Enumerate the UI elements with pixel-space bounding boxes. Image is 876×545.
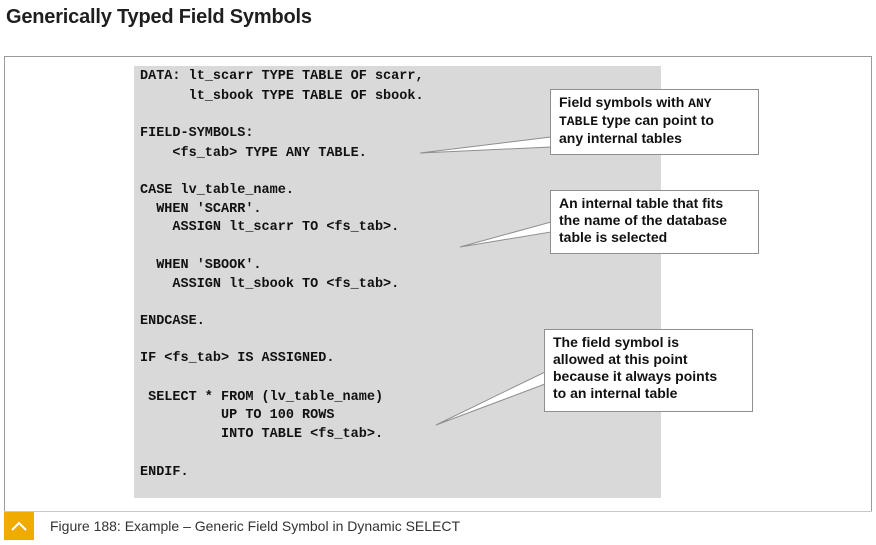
code-line-13: UP TO 100 ROWS: [140, 408, 335, 423]
callout-1-line-1: Field symbols with ANY: [559, 94, 712, 111]
callout-2-line-2: the name of the database: [559, 212, 728, 228]
code-line-12: SELECT * FROM (lv_table_name): [140, 390, 384, 405]
code-line-3: FIELD-SYMBOLS:: [140, 126, 254, 141]
code-line-1: DATA: lt_scarr TYPE TABLE OF scarr,: [140, 69, 424, 84]
code-line-7: ASSIGN lt_scarr TO <fs_tab>.: [140, 220, 400, 235]
callout-2-line-3: table is selected: [559, 229, 668, 245]
callout-3-line-4: to an internal table: [553, 385, 678, 401]
callout-2-line-1: An internal table that fits: [559, 195, 724, 211]
callout-3-line-1: The field symbol is: [553, 334, 680, 350]
code-line-6: WHEN 'SCARR'.: [140, 202, 262, 217]
figure-caption-bar: Figure 188: Example – Generic Field Symb…: [4, 511, 872, 540]
callout-1-line-2: TABLE type can point to: [559, 112, 714, 129]
callout-field-symbol-allowed: The field symbol is allowed at this poin…: [544, 329, 753, 412]
code-line-2: lt_sbook TYPE TABLE OF sbook.: [140, 89, 424, 104]
code-line-15: ENDIF.: [140, 465, 189, 480]
chevron-up-icon[interactable]: [4, 512, 34, 540]
page-title: Generically Typed Field Symbols: [6, 6, 312, 28]
code-line-14: INTO TABLE <fs_tab>.: [140, 427, 384, 442]
code-line-4: <fs_tab> TYPE ANY TABLE.: [140, 146, 367, 161]
figure-caption: Figure 188: Example – Generic Field Symb…: [50, 518, 461, 534]
code-line-9: ASSIGN lt_sbook TO <fs_tab>.: [140, 277, 400, 292]
code-line-5: CASE lv_table_name.: [140, 183, 294, 198]
code-line-11: IF <fs_tab> IS ASSIGNED.: [140, 351, 335, 366]
callout-any-table: Field symbols with ANY TABLE type can po…: [550, 89, 759, 155]
callout-3-line-3: because it always points: [553, 368, 718, 384]
code-line-10: ENDCASE.: [140, 314, 205, 329]
callout-internal-table: An internal table that fits the name of …: [550, 190, 759, 254]
callout-3-line-2: allowed at this point: [553, 351, 688, 367]
code-line-8: WHEN 'SBOOK'.: [140, 258, 262, 273]
callout-1-line-3: any internal tables: [559, 130, 682, 146]
